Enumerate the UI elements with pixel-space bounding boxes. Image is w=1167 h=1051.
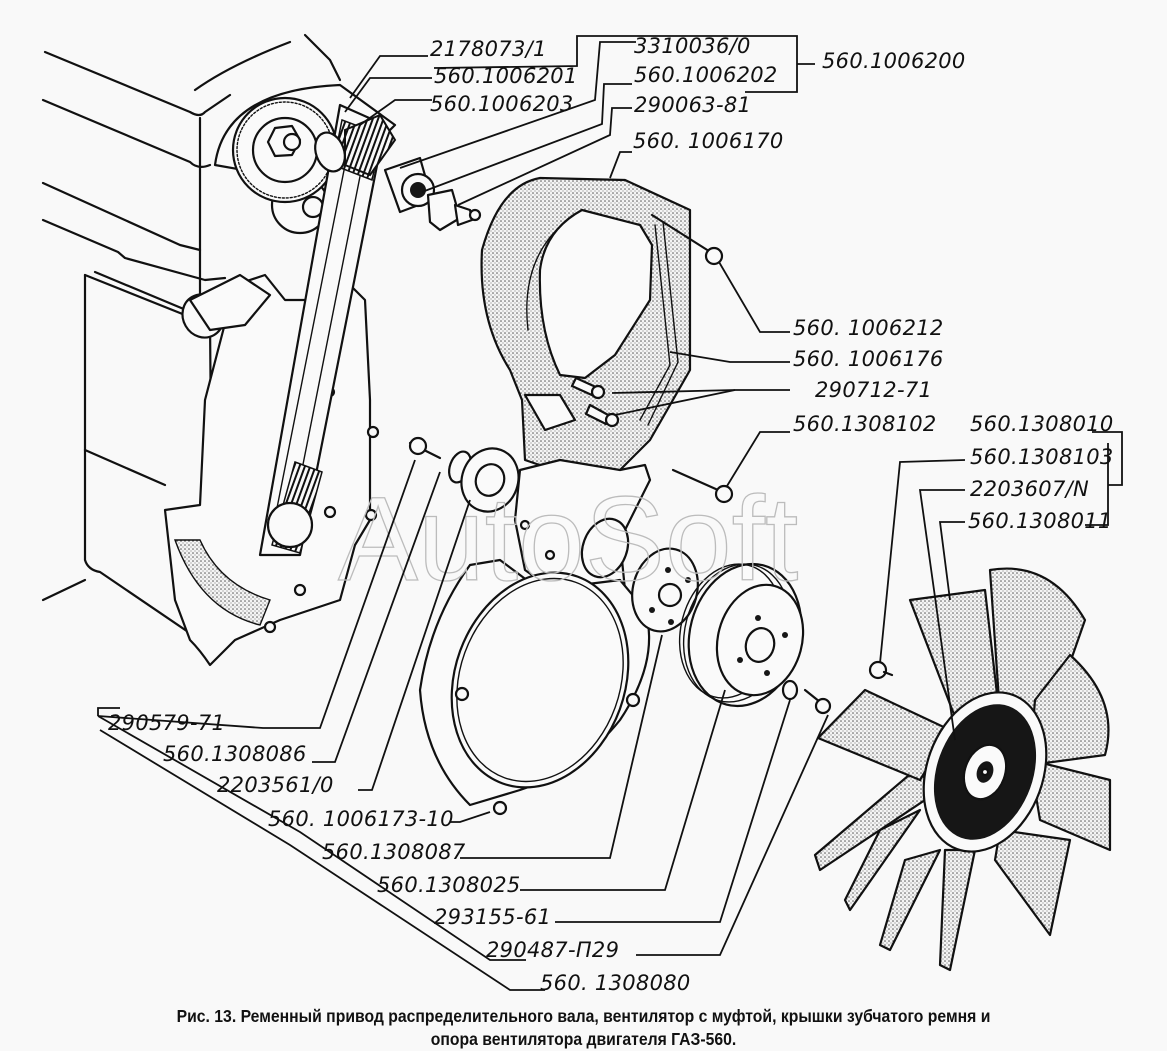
label-560-1006200: 560.1006200 — [822, 49, 966, 73]
fan-nut — [868, 660, 894, 680]
label-290487-p29: 290487-П29 — [486, 938, 619, 962]
tensioner-roller — [448, 447, 520, 513]
fan-pulley — [678, 562, 805, 708]
label-560-1006176: 560. 1006176 — [793, 347, 944, 371]
label-2203607-n: 2203607/N — [970, 477, 1089, 501]
label-560-1308103: 560.1308103 — [970, 445, 1114, 469]
label-560-1006203: 560.1006203 — [430, 92, 574, 116]
label-560-1308011: 560.1308011 — [968, 509, 1112, 533]
label-293155-61: 293155-61 — [434, 905, 551, 929]
label-560-1308025: 560.1308025 — [377, 873, 521, 897]
label-560-1006170: 560. 1006170 — [633, 129, 784, 153]
figure-caption: Рис. 13. Ременный привод распределительн… — [58, 1005, 1108, 1051]
caption-line-2: опора вентилятора двигателя ГАЗ-560. — [430, 1029, 737, 1049]
label-290063-81: 290063-81 — [634, 93, 751, 117]
upper-front-cover — [480, 176, 692, 474]
label-560-1006201: 560.1006201 — [434, 64, 578, 88]
cover-bolts — [408, 213, 734, 504]
label-2178073-1: 2178073/1 — [430, 37, 547, 61]
washer-and-bolt — [781, 679, 832, 715]
fan-support-bracket — [513, 458, 652, 602]
label-2203561-0: 2203561/0 — [217, 773, 334, 797]
label-560-1308086: 560.1308086 — [163, 742, 307, 766]
label-560-1006202: 560.1006202 — [634, 63, 778, 87]
fan-with-clutch — [813, 567, 1112, 972]
label-560-1006173-10: 560. 1006173-10 — [268, 807, 454, 831]
part-labels: 2178073/1 560.1006201 560.1006203 331003… — [108, 34, 1114, 995]
label-560-1308102: 560.1308102 — [793, 412, 937, 436]
lower-front-cover — [418, 558, 651, 816]
watermark: AutoSoft — [338, 472, 798, 606]
label-560-1308087: 560.1308087 — [322, 840, 466, 864]
label-560-1308080: 560. 1308080 — [540, 971, 691, 995]
caption-line-1: Рис. 13. Ременный привод распределительн… — [176, 1006, 991, 1026]
label-290712-71: 290712-71 — [815, 378, 932, 402]
leader-lines — [97, 35, 1123, 991]
label-560-1006212: 560. 1006212 — [793, 316, 944, 340]
label-560-1308010: 560.1308010 — [970, 412, 1114, 436]
fan-hub — [631, 547, 699, 633]
idler-assembly — [314, 113, 482, 232]
label-3310036-0: 3310036/0 — [634, 34, 751, 58]
label-290579-71: 290579-71 — [108, 711, 225, 735]
